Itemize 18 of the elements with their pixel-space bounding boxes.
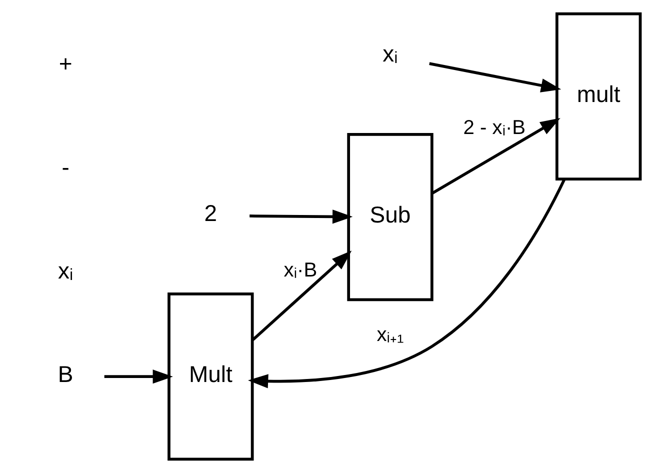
arrow xyxy=(248,178,566,388)
node-box: Mult xyxy=(168,292,254,461)
node-text: xᵢ xyxy=(382,40,398,67)
label: + xyxy=(58,50,72,77)
edge-label: 2 - xᵢ·B xyxy=(463,117,526,140)
edge-label: xᵢ₊₁ xyxy=(376,324,404,346)
node-text: B xyxy=(58,361,74,388)
edge-label: xᵢ·B xyxy=(284,259,318,282)
node-box: mult xyxy=(555,12,642,180)
arrow xyxy=(429,62,562,92)
arrow xyxy=(432,118,560,194)
node-box: Sub xyxy=(347,133,434,302)
label: xᵢ xyxy=(58,258,74,284)
arrow xyxy=(250,210,353,224)
node-text: 2 xyxy=(204,200,218,226)
arrow xyxy=(252,250,352,342)
arrow xyxy=(104,370,173,384)
label: - xyxy=(62,154,70,180)
